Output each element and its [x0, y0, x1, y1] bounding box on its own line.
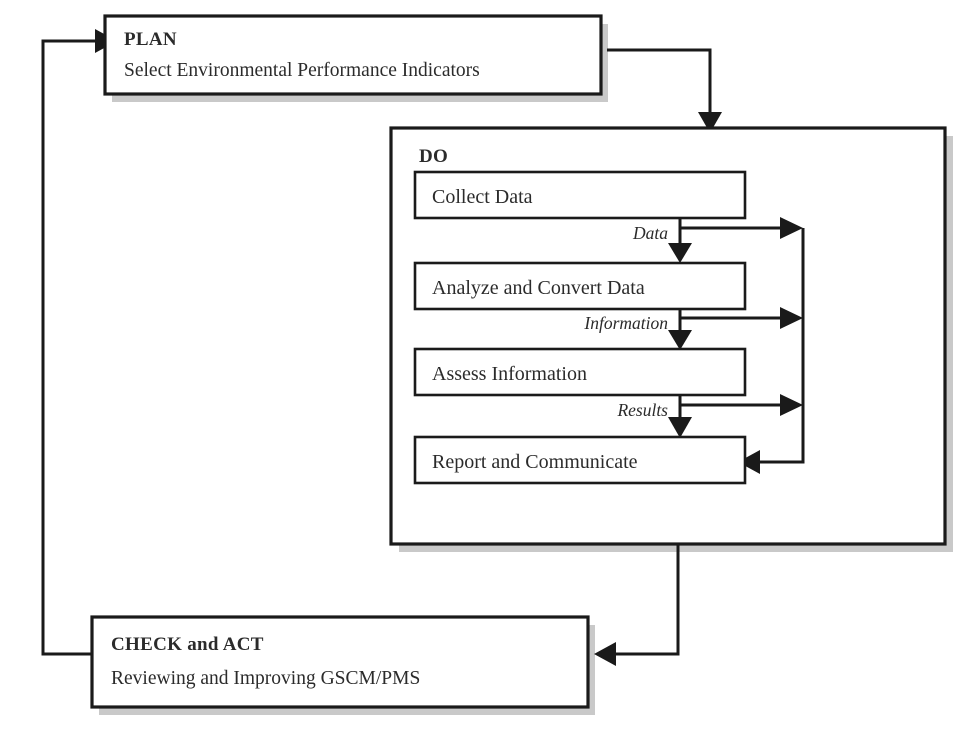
arrowhead-branch-data: [780, 217, 803, 239]
arrowhead-to-check-act: [594, 642, 616, 666]
arrowhead-analyze-to-assess: [668, 330, 692, 350]
connector-check-act-to-plan: [41, 39, 104, 656]
step-box-report-communicate: [413, 435, 747, 485]
step-box-assess-information: [413, 347, 747, 397]
arrowhead-to-do: [698, 112, 722, 133]
flow-label-information: Information: [583, 313, 668, 333]
connector-plan-to-do: [607, 48, 712, 112]
plan-stage-box: [103, 14, 603, 96]
arrowhead-assess-to-report: [668, 417, 692, 438]
check-act-subtitle: Reviewing and Improving GSCM/PMS: [111, 668, 420, 689]
check-act-title: CHECK and ACT: [111, 634, 264, 655]
flow-label-data: Data: [632, 223, 668, 243]
plan-title: PLAN: [124, 29, 177, 50]
flow-label-results: Results: [616, 400, 668, 420]
step-label-assess-information: Assess Information: [432, 363, 587, 385]
do-title: DO: [419, 146, 448, 167]
step-label-analyze-convert-data: Analyze and Convert Data: [432, 277, 645, 299]
step-label-report-communicate: Report and Communicate: [432, 451, 638, 473]
step-box-analyze-convert-data: [413, 261, 747, 311]
plan-subtitle: Select Environmental Performance Indicat…: [124, 60, 480, 81]
arrowhead-branch-results: [780, 394, 803, 416]
connector-do-to-check-act: [616, 545, 680, 656]
check-act-stage-box: [90, 615, 590, 709]
feedback-rail-vertical: [760, 228, 805, 464]
arrowhead-rail-to-report: [738, 450, 760, 474]
step-label-collect-data: Collect Data: [432, 186, 533, 208]
arrowhead-collect-to-analyze: [668, 243, 692, 263]
step-box-collect-data: [413, 170, 747, 220]
arrowhead-branch-information: [780, 307, 803, 329]
